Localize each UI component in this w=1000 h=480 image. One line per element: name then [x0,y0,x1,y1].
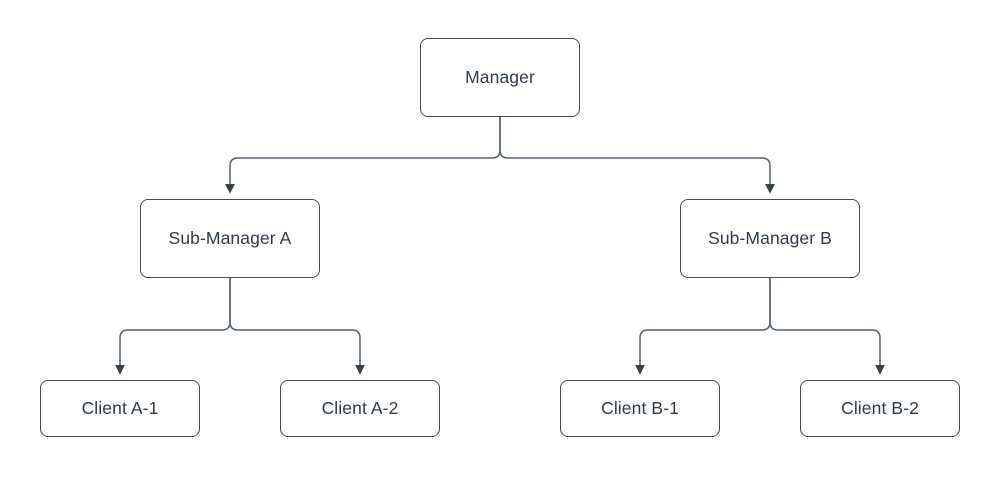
node-client-b-2[interactable]: Client B-2 [800,380,960,437]
edge-sub-manager-a-client-a-2 [229,278,365,375]
edge-sub-manager-b-client-b-2 [769,278,885,375]
node-client-a-1[interactable]: Client A-1 [40,380,200,437]
node-manager[interactable]: Manager [420,38,580,117]
edge-sub-manager-a-client-a-1 [115,278,231,375]
edge-manager-sub-manager-a [225,117,501,194]
node-sub-manager-a-label: Sub-Manager A [168,228,292,248]
node-client-b-1-label: Client B-1 [601,398,679,418]
node-sub-manager-b-label: Sub-Manager B [708,228,832,248]
node-client-a-2-label: Client A-2 [321,398,399,418]
node-client-a-2[interactable]: Client A-2 [280,380,440,437]
node-sub-manager-b[interactable]: Sub-Manager B [680,199,860,278]
node-client-a-1-label: Client A-1 [81,398,159,418]
node-client-b-2-label: Client B-2 [841,398,919,418]
edge-manager-sub-manager-b [499,117,775,194]
edge-sub-manager-b-client-b-1 [635,278,771,375]
node-client-b-1[interactable]: Client B-1 [560,380,720,437]
node-sub-manager-a[interactable]: Sub-Manager A [140,199,320,278]
node-manager-label: Manager [465,67,535,87]
